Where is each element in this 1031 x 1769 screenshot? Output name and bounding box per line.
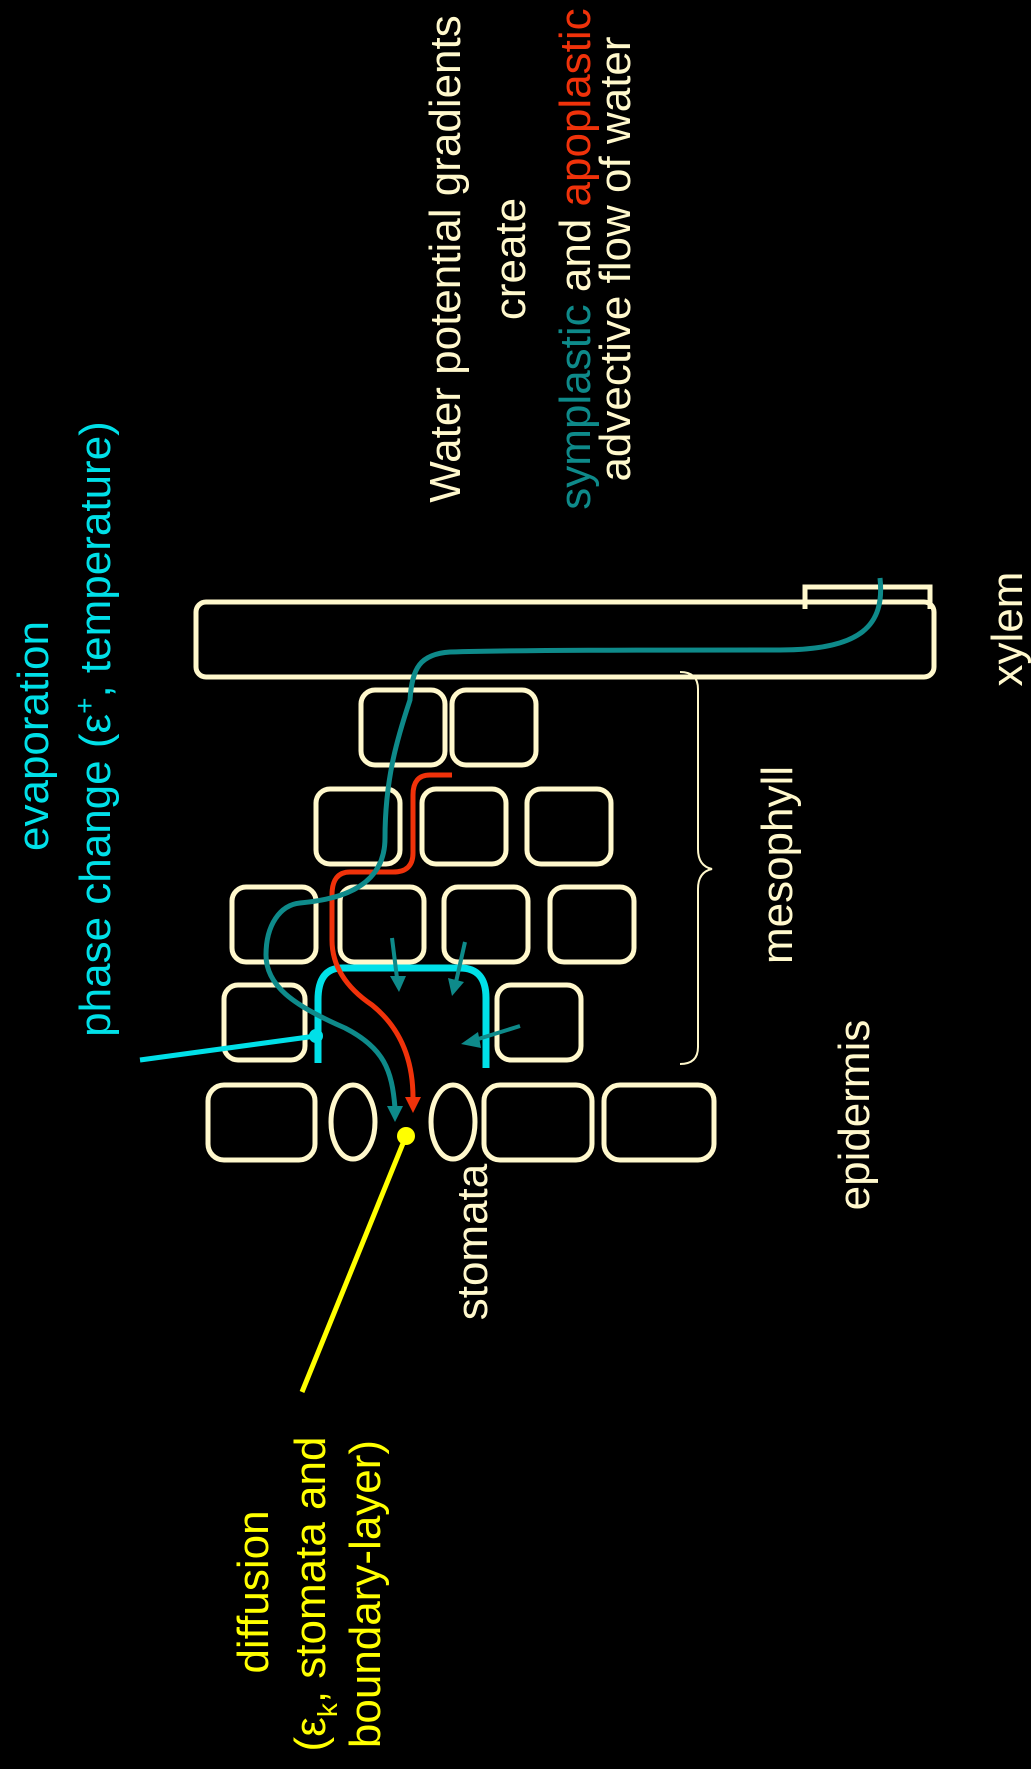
title-line-2: create [486,198,535,320]
flow-arrowhead [448,978,464,996]
flow-arrowhead [390,976,406,992]
mesophyll-cell [547,884,637,965]
epidermis-cell [601,1082,717,1163]
flow-arrow [454,941,467,983]
symplastic-word: symplastic [551,304,600,509]
epidermis-label: epidermis [830,1020,879,1211]
phase-change-label: phase change (ε+, temperature) [69,421,120,1037]
epidermis-cell [205,1082,318,1163]
diffusion-label: diffusion [229,1510,278,1673]
mesophyll-cell [524,786,614,867]
mesophyll-cell [449,687,539,768]
title-line-1: Water potential gradients [421,15,470,503]
mesophyll-cell [313,786,403,867]
boundary-layer-label: boundary-layer) [341,1440,390,1748]
mesophyll-cell [358,687,448,768]
flow-arrow [474,1024,521,1042]
mesophyll-cell [337,884,427,965]
flow-arrowhead [461,1032,481,1048]
mesophyll-label: mesophyll [753,766,802,964]
mesophyll-cell [221,982,308,1063]
mesophyll-cell [419,786,509,867]
mesophyll-cell [229,884,319,965]
symplastic-path [263,577,884,1109]
epidermis-cell [481,1082,595,1163]
title-line-4: advective flow of water [591,36,640,481]
apoplastic-path [329,772,452,1099]
guard-cell [428,1082,478,1162]
xylem-label: xylem [983,572,1031,687]
diffusion-dot [397,1127,415,1145]
mesophyll-brace [679,671,713,1065]
evaporation-label: evaporation [9,621,58,851]
xylem-bracket [802,584,933,609]
guard-cell [328,1082,378,1162]
mesophyll-cell [441,884,531,965]
diffusion-params-label: (εk, stomata and [286,1437,343,1752]
flow-arrow [390,937,399,979]
apoplastic-arrowhead [405,1097,421,1113]
xylem-vessel [193,599,937,680]
cell-structure [193,584,937,1163]
and-word: and [551,206,600,304]
evaporation-dot [309,1029,323,1043]
title-line-3: symplastic and apoplastic [551,8,600,509]
symplastic-arrowhead [387,1106,403,1122]
diffusion-pointer [299,1135,409,1393]
mesophyll-cell [494,982,584,1063]
stomata-label: stomata [448,1163,497,1320]
evaporation-bracket [314,964,490,1068]
apoplastic-word: apoplastic [551,8,600,206]
evaporation-pointer [139,1033,317,1063]
